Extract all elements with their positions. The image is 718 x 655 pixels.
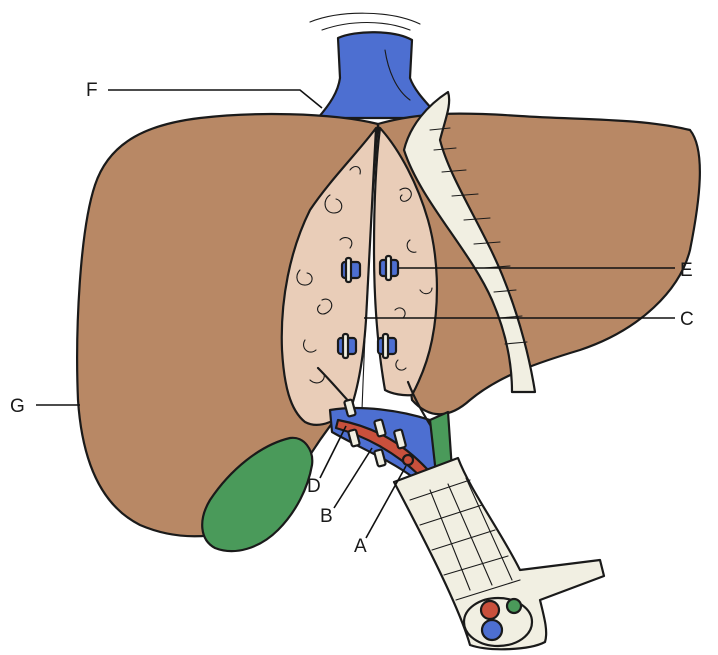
label-F: F [86, 80, 98, 101]
label-G: G [10, 396, 25, 417]
inferior-vena-cava [310, 13, 440, 118]
leader-F [108, 90, 322, 108]
label-E: E [680, 260, 693, 281]
label-D: D [307, 476, 321, 497]
label-B: B [320, 506, 333, 527]
leader-A [366, 466, 406, 538]
pedicle-cross-section [464, 598, 532, 646]
label-A: A [354, 536, 367, 557]
label-C: C [680, 309, 694, 330]
leader-B [334, 448, 372, 508]
